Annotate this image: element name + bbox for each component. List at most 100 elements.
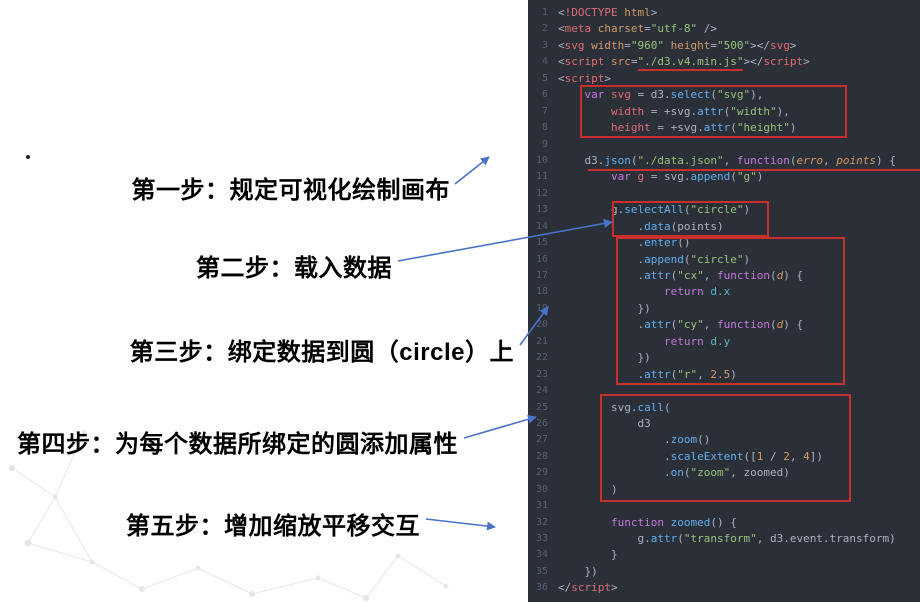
code-line: 16 .append("circle")	[528, 252, 920, 268]
code-line: 23 .attr("r", 2.5)	[528, 367, 920, 383]
code-line: 29 .on("zoom", zoomed)	[528, 465, 920, 481]
code-line: 19 })	[528, 301, 920, 317]
code-line: 9	[528, 137, 920, 153]
code-text: })	[558, 564, 598, 578]
line-number: 31	[535, 500, 548, 512]
code-line: 25 svg.call(	[528, 400, 920, 416]
line-number: 10	[535, 154, 548, 166]
code-text: }	[558, 548, 618, 562]
line-number: 20	[535, 319, 548, 331]
code-line: 36 </script>	[528, 580, 920, 596]
line-number: 3	[541, 39, 548, 51]
code-line: 20 .attr("cy", function(d) {	[528, 317, 920, 333]
line-number: 6	[541, 89, 548, 101]
code-text: <script src="./d3.v4.min.js"></script>	[558, 54, 810, 72]
code-line: 17 .attr("cx", function(d) {	[528, 268, 920, 284]
stray-dot	[26, 155, 30, 159]
code-line: 32 function zoomed() {	[528, 515, 920, 531]
code-text: return d.y	[663, 334, 731, 348]
line-number: 14	[535, 220, 548, 232]
step-4-label: 第四步：为每个数据所绑定的圆添加属性	[17, 431, 458, 458]
code-lines: 1 <!DOCTYPE html> 2<meta charset="utf-8" /…	[528, 5, 920, 597]
code-line: 10 d3.json("./data.json", function(erro,…	[528, 153, 920, 169]
code-line: 27 .zoom()	[528, 432, 920, 448]
code-line: 8 height = +svg.attr("height")	[528, 120, 920, 136]
code-text: g.attr("transform", d3.event.transform)	[558, 532, 896, 545]
code-line: 7 width = +svg.attr("width"),	[528, 104, 920, 120]
line-number: 25	[535, 401, 548, 413]
code-text: .scaleExtent([1 / 2, 4])	[663, 449, 823, 463]
code-text: .attr("r", 2.5)	[637, 367, 737, 381]
line-number: 23	[535, 368, 548, 380]
code-text: function zoomed() {	[610, 515, 737, 529]
code-text: height = +svg.attr("height")	[610, 121, 797, 135]
line-number: 21	[535, 335, 548, 347]
line-number: 19	[535, 302, 548, 314]
step-5-label: 第五步：增加缩放平移交互	[126, 513, 420, 540]
code-line: 28 .scaleExtent([1 / 2, 4])	[528, 449, 920, 465]
code-line: 22 })	[528, 350, 920, 366]
code-line: 4<script src="./d3.v4.min.js"></script>	[528, 54, 920, 72]
line-number: 9	[541, 138, 548, 150]
line-number: 32	[535, 516, 548, 528]
line-number: 34	[535, 549, 548, 561]
line-number: 36	[535, 582, 548, 594]
code-text: })	[637, 351, 651, 365]
line-number: 8	[541, 122, 548, 134]
line-number: 7	[541, 105, 548, 117]
code-text: })	[637, 301, 651, 315]
code-line: 34 }	[528, 547, 920, 563]
code-text: .on("zoom", zoomed)	[663, 466, 790, 480]
line-number: 22	[535, 352, 548, 364]
code-text: d3	[558, 416, 651, 430]
code-text: .enter()	[637, 236, 691, 250]
line-number: 26	[535, 417, 548, 429]
line-number: 24	[535, 385, 548, 397]
code-line: 26 d3	[528, 416, 920, 432]
code-text: <svg width="960" height="500"></svg>	[558, 38, 797, 52]
line-number: 16	[535, 253, 548, 265]
code-text: var g = svg.append("g")	[610, 170, 764, 184]
code-text: <script>	[558, 71, 611, 85]
code-line: 6 var svg = d3.select("svg"),	[528, 87, 920, 103]
code-text: </script>	[558, 581, 618, 595]
code-line: 21 return d.y	[528, 334, 920, 350]
code-text: .zoom()	[663, 433, 711, 447]
code-line: 31	[528, 498, 920, 514]
code-line: 14 .data(points)	[528, 219, 920, 235]
code-line: 1 <!DOCTYPE html>	[528, 5, 920, 21]
code-line: 30 )	[528, 482, 920, 498]
code-text: .attr("cx", function(d) {	[637, 269, 804, 282]
line-number: 33	[535, 533, 548, 544]
line-number: 11	[535, 171, 548, 183]
code-text: var svg = d3.select("svg"),	[584, 88, 764, 102]
code-line: 33 g.attr("transform", d3.event.transfor…	[528, 531, 920, 547]
line-number: 18	[535, 286, 548, 298]
line-number: 13	[535, 204, 548, 216]
code-line: 2<meta charset="utf-8" />	[528, 21, 920, 37]
code-text: d3.json("./data.json", function(erro, po…	[558, 153, 896, 167]
code-text: .attr("cy", function(d) {	[637, 318, 804, 332]
line-number: 29	[535, 467, 548, 479]
step-3-label: 第三步：绑定数据到圆（circle）上	[129, 339, 514, 366]
code-text: g.selectAll("circle")	[558, 203, 751, 217]
line-number: 5	[541, 72, 548, 84]
code-text: .data(points)	[637, 219, 724, 233]
line-number: 27	[535, 434, 548, 446]
line-number: 28	[535, 450, 548, 462]
code-line: 3 <svg width="960" height="500"></svg>	[528, 38, 920, 54]
code-text: )	[558, 482, 618, 496]
code-text: <!DOCTYPE html>	[558, 6, 658, 19]
line-number: 17	[535, 270, 548, 281]
line-number: 2	[541, 23, 548, 35]
code-text: .append("circle")	[637, 252, 751, 266]
step-1-label: 第一步：规定可视化绘制画布	[131, 177, 450, 204]
line-number: 1	[541, 7, 548, 18]
code-text: return d.x	[663, 285, 731, 299]
line-number: 12	[535, 187, 548, 199]
code-line: 5 <script>	[528, 71, 920, 87]
line-number: 15	[535, 237, 548, 249]
code-line: 11 var g = svg.append("g")	[528, 169, 920, 185]
